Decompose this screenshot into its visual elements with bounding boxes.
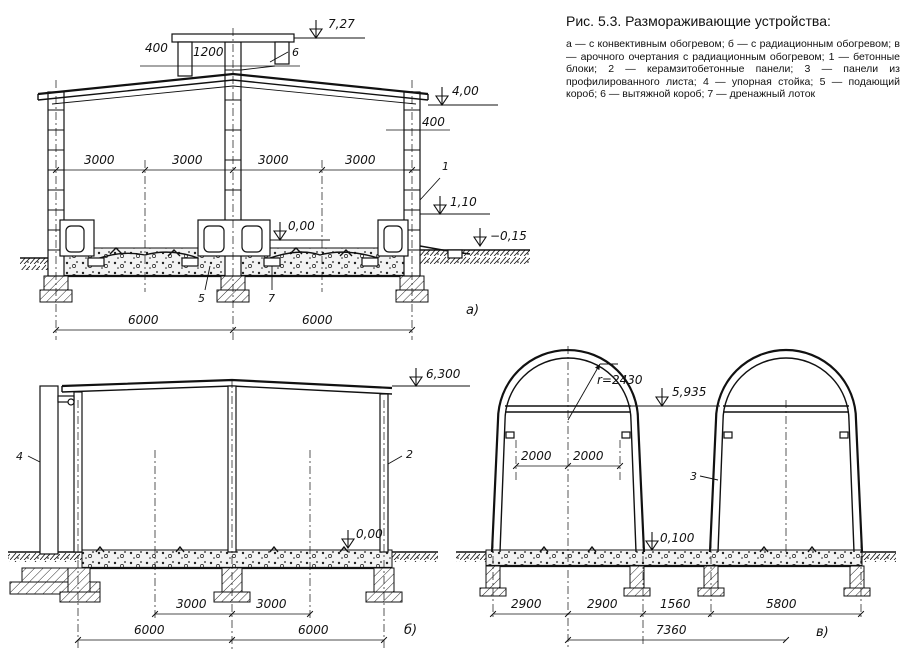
dim-b-mid-2: 3000 [256,597,287,611]
caption-title: Рис. 5.3. Размораживающие устройства: [566,13,831,29]
dim-b-bottom-1: 6000 [134,623,165,637]
dim-c-total: 7360 [656,623,687,637]
dim-a-bottom-2: 6000 [302,313,333,327]
figure-a-section: 400 1200 400 3000 3000 3000 3000 6000 60… [20,17,530,340]
level-b-0-00: 0,00 [356,527,383,541]
foundations [39,275,429,303]
figure-caption: Рис. 5.3. Размораживающие устройства: а … [566,12,900,101]
level-6-300: 6,300 [426,367,461,381]
callout-2: 2 [406,448,413,461]
dim-a-400: 400 [145,41,168,55]
figure-b-section: 3000 3000 6000 6000 6,300 0,00 4 2 б) [8,367,470,650]
floor-slab-b [81,549,393,569]
dim-c-bottom-1: 2900 [511,597,542,611]
ground-right [418,250,530,264]
callout-5: 5 [198,292,205,305]
heater-units [59,219,471,267]
dim-a-span-3: 3000 [258,153,289,167]
dim-a-span-4: 3000 [345,153,376,167]
dim-b-mid-1: 3000 [176,597,207,611]
dimensions-a [52,60,450,330]
figure-c-section: r=2430 2000 2000 2900 2900 1560 5800 736… [456,346,896,650]
dim-b-bottom-2: 6000 [298,623,329,637]
level-0-100: 0,100 [660,531,695,545]
foundations-c [479,565,871,597]
level-4-00: 4,00 [452,84,479,98]
floor-slab-c [485,549,863,567]
columns-b [73,385,389,553]
stop-post [9,385,101,595]
dim-a-span-1: 3000 [84,153,115,167]
dim-a-bottom-1: 6000 [128,313,159,327]
figure-c-label: в) [816,625,829,640]
callout-4: 4 [16,450,23,463]
dim-c-mid-2: 2000 [573,449,604,463]
figure-a-label: а) [466,303,479,318]
level-minus-0-15: −0,15 [490,229,527,243]
level-7-27: 7,27 [328,17,355,31]
dim-c-bottom-2: 2900 [587,597,618,611]
figure-b-label: б) [404,623,417,638]
dim-a-side-400: 400 [422,115,445,129]
dim-c-mid-1: 2000 [521,449,552,463]
axes-a [55,28,413,340]
level-0-00: 0,00 [288,219,315,233]
caption-legend: а — с конвективным обогревом; б — с ради… [566,38,900,101]
level-1-10: 1,10 [450,195,477,209]
callout-3: 3 [690,470,697,483]
callout-7: 7 [268,292,275,305]
callout-1: 1 [442,160,449,173]
callout-6: 6 [292,46,299,59]
dim-c-bottom-4: 5800 [766,597,797,611]
radius-label: r=2430 [597,373,643,387]
foundations-b [59,567,403,603]
dim-c-bottom-3: 1560 [660,597,691,611]
dim-a-1200: 1200 [193,45,224,59]
levels-a [270,19,498,247]
level-5-935: 5,935 [672,385,706,399]
ground-left [20,258,50,270]
dim-a-span-2: 3000 [172,153,203,167]
